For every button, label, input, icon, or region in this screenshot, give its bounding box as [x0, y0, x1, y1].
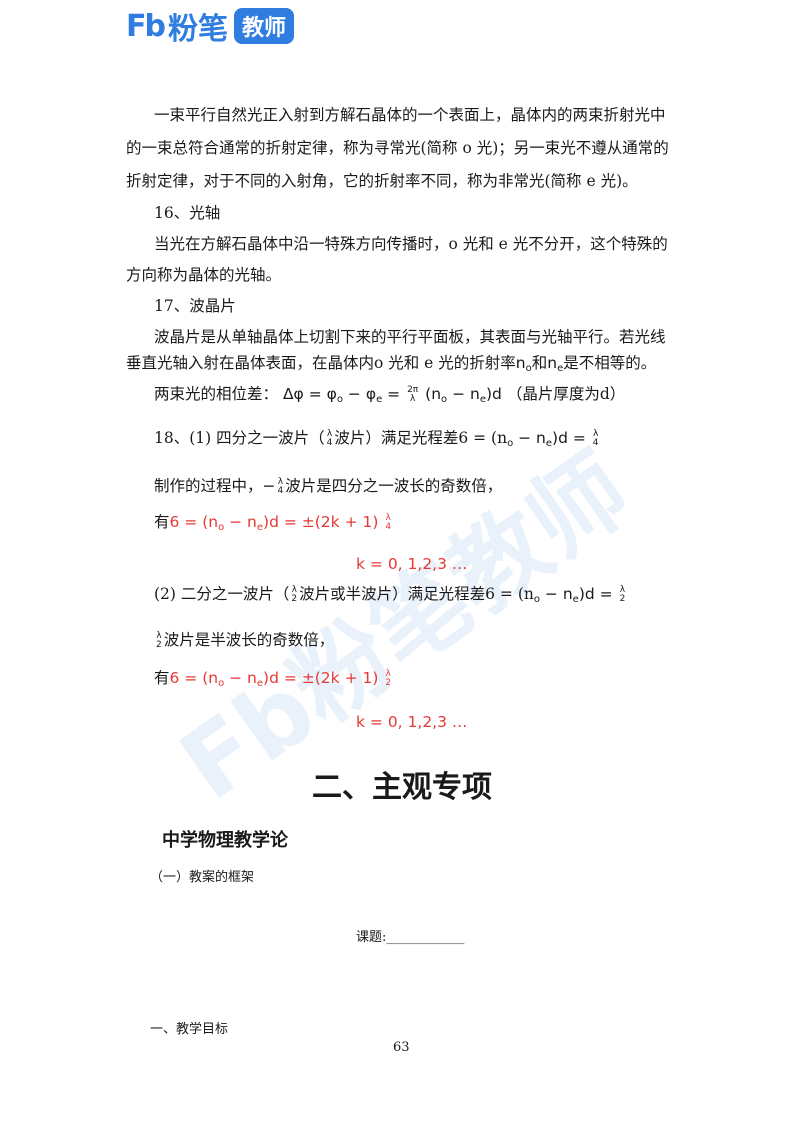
- s16-title: 16、光轴: [154, 204, 221, 222]
- s17-line1: 波晶片是从单轴晶体上切割下来的平行平面板，其表面与光轴平行。若光线: [154, 328, 666, 346]
- item-heading: （一）教案的框架: [150, 870, 255, 885]
- brand-logo: Fb 粉笔 教师: [126, 8, 294, 47]
- para1-line1: 一束平行自然光正入射到方解石晶体的一个表面上，晶体内的两束折射光中: [154, 106, 666, 124]
- section-title: 二、主观专项: [312, 770, 492, 805]
- half-k-values: k = 0, 1,2,3 …: [356, 713, 468, 731]
- goal-heading: 一、教学目标: [150, 1022, 229, 1037]
- topic-blank: ____________: [386, 930, 465, 945]
- s17-line2: 垂直光轴入射在晶体表面，在晶体内o 光和 e 光的折射率no和ne是不相等的。: [126, 354, 657, 374]
- page-number: 63: [393, 1040, 410, 1055]
- topic-label: 课题:: [356, 930, 387, 945]
- para1-line2: 的一束总符合通常的折射定律，称为寻常光(简称 o 光)；另一束光不遵从通常的: [126, 139, 669, 157]
- logo-name: 粉笔: [167, 12, 228, 47]
- s17-title: 17、波晶片: [154, 297, 236, 315]
- s16-line1: 当光在方解石晶体中沿一特殊方向传播时，o 光和 e 光不分开，这个特殊的: [154, 235, 668, 253]
- subsection-title: 中学物理教学论: [162, 830, 288, 851]
- topic-line: 课题:____________: [356, 926, 464, 945]
- quarter-k-values: k = 0, 1,2,3 …: [356, 555, 468, 573]
- logo-mark: Fb: [126, 8, 166, 44]
- para1-line3: 折射定律，对于不同的入射角，它的折射率不同，称为非常光(简称 e 光)。: [126, 172, 638, 190]
- logo-tag: 教师: [233, 8, 294, 44]
- s16-line2: 方向称为晶体的光轴。: [126, 266, 282, 284]
